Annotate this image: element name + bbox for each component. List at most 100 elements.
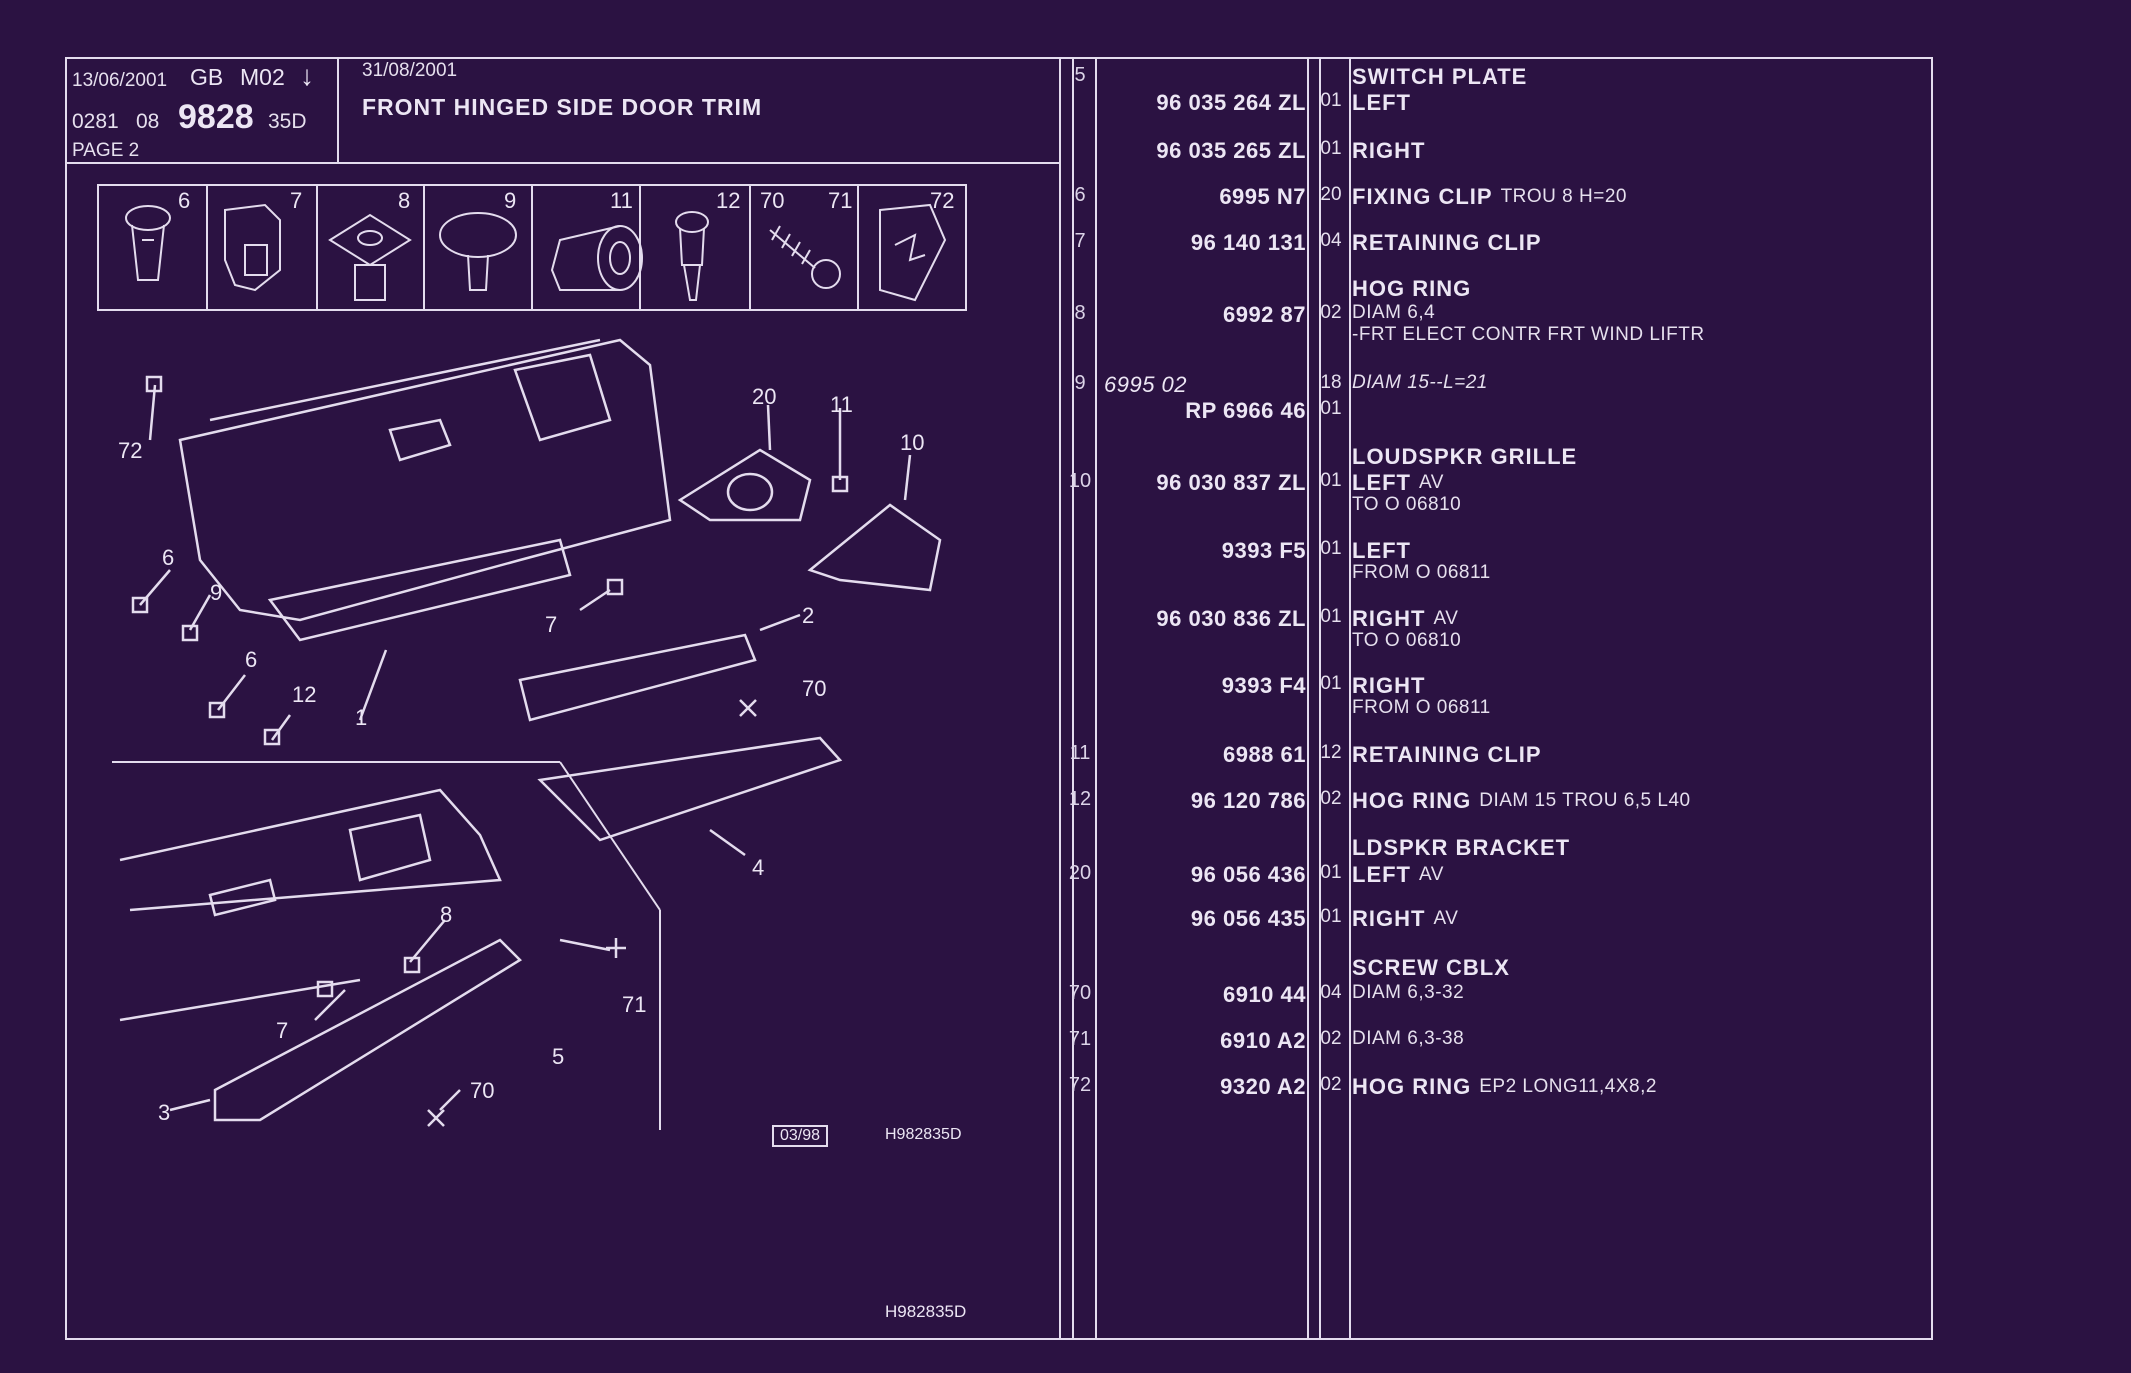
- part-ref: 7: [1074, 230, 1086, 252]
- part-description: LDSPKR BRACKET: [1352, 835, 1571, 860]
- header-code-b: 08: [136, 110, 160, 133]
- callout: 12: [292, 682, 317, 707]
- header-main-code: 9828: [178, 98, 254, 136]
- callout: 3: [158, 1100, 171, 1125]
- part-qty: 04: [1320, 982, 1342, 1003]
- header-arrow: ↓: [300, 60, 314, 91]
- header-model: M02: [240, 64, 285, 90]
- part-ref: 9: [1074, 372, 1086, 394]
- part-description: RIGHT: [1352, 906, 1426, 931]
- part-description: LOUDSPKR GRILLE: [1352, 444, 1578, 469]
- part-ref: 20: [1068, 862, 1092, 884]
- expansion-clip-icon: [675, 211, 709, 301]
- footer-ref: H982835D: [885, 1302, 967, 1321]
- part-description: DIAM 6,4: [1352, 302, 1436, 323]
- armrest-2: [518, 633, 757, 722]
- callout: 7: [276, 1018, 289, 1043]
- part-qty: 02: [1320, 1028, 1342, 1049]
- part-extra: AV: [1419, 472, 1444, 493]
- part-ref: 5: [1074, 64, 1086, 86]
- part-description: TO O 06810: [1352, 630, 1462, 651]
- push-clip-icon: [125, 205, 171, 281]
- header-date1: 13/06/2001: [72, 70, 168, 91]
- drawing-ref: H982835D: [885, 1126, 962, 1143]
- part-ref: 8: [1074, 302, 1086, 324]
- part-qty: 01: [1320, 906, 1342, 927]
- part-qty: 01: [1320, 90, 1342, 111]
- callout: 70: [470, 1078, 495, 1103]
- part-ref: 72: [1068, 1074, 1092, 1096]
- part-extra: TROU 8 H=20: [1500, 186, 1627, 207]
- part-number: 6992 87: [1222, 302, 1306, 327]
- part-number: 6988 61: [1222, 742, 1306, 767]
- icon-label: 8: [398, 188, 411, 213]
- header-market: GB: [190, 64, 224, 90]
- part-description: HOG RING: [1352, 276, 1472, 301]
- part-qty: 01: [1320, 398, 1342, 419]
- door-panel-upper: [178, 338, 672, 642]
- part-ref: 10: [1068, 470, 1092, 492]
- part-description: RIGHT: [1352, 673, 1426, 698]
- speaker-grille: [807, 503, 942, 592]
- callout: 71: [622, 992, 647, 1017]
- screw-icon: [769, 225, 841, 289]
- page-title: FRONT HINGED SIDE DOOR TRIM: [362, 94, 763, 120]
- icon-label: 6: [178, 188, 191, 213]
- part-description: -FRT ELECT CONTR FRT WIND LIFTR: [1352, 324, 1705, 345]
- part-qty: 01: [1320, 470, 1342, 491]
- icon-label: 9: [504, 188, 517, 213]
- part-number: 96 035 265 ZL: [1156, 138, 1306, 163]
- header-page: PAGE 2: [72, 140, 140, 161]
- part-number: 6995 02: [1104, 372, 1188, 397]
- part-description: LEFT: [1352, 470, 1411, 495]
- part-extra: DIAM 15 TROU 6,5 L40: [1479, 790, 1691, 811]
- door-panel-lower: [119, 788, 523, 1122]
- part-number: 96 030 836 ZL: [1156, 606, 1306, 631]
- part-number: RP 6966 46: [1185, 398, 1306, 423]
- armrest-4: [537, 736, 843, 842]
- callout: 6: [245, 647, 258, 672]
- part-description: LEFT: [1352, 538, 1411, 563]
- retaining-clip-icon: [224, 203, 281, 292]
- part-description: DIAM 15--L=21: [1352, 372, 1488, 393]
- part-description: HOG RING: [1352, 1074, 1472, 1099]
- part-description: DIAM 6,3-32: [1352, 982, 1465, 1003]
- part-description: FROM O 06811: [1352, 697, 1491, 718]
- part-description: RETAINING CLIP: [1352, 230, 1542, 255]
- icon-label: 72: [930, 188, 955, 213]
- callout: 9: [210, 580, 223, 605]
- part-number: 6910 44: [1222, 982, 1306, 1007]
- part-extra: AV: [1433, 908, 1459, 929]
- part-qty: 12: [1320, 742, 1342, 763]
- part-number: 96 120 786: [1190, 788, 1306, 813]
- header-code-a: 0281: [72, 110, 119, 133]
- part-qty: 04: [1320, 230, 1342, 251]
- part-ref: 11: [1069, 742, 1091, 764]
- part-number: 9393 F4: [1221, 673, 1306, 698]
- part-ref: 6: [1074, 184, 1086, 206]
- clip-icons: [125, 203, 947, 302]
- part-qty: 02: [1320, 302, 1342, 323]
- outer-frame: [65, 57, 1933, 1340]
- hog-ring-clip-icon: [879, 203, 947, 302]
- callout: 6: [162, 545, 175, 570]
- part-description: FROM O 06811: [1352, 562, 1491, 583]
- door-trim-drawing: [119, 338, 942, 1127]
- callout: 11: [830, 392, 853, 417]
- part-extra: AV: [1419, 864, 1444, 885]
- icon-label: 11: [610, 188, 633, 213]
- icon-label: 12: [716, 188, 741, 213]
- part-extra: EP2 LONG11,4X8,2: [1479, 1076, 1657, 1097]
- callout: 10: [900, 430, 925, 455]
- part-number: 9393 F5: [1221, 538, 1306, 563]
- part-description: FIXING CLIP: [1352, 184, 1493, 209]
- part-extra: AV: [1433, 608, 1459, 629]
- part-number: 6995 N7: [1219, 184, 1306, 209]
- part-ref: 71: [1068, 1028, 1092, 1050]
- callout: 5: [552, 1044, 565, 1069]
- part-number: 96 056 436: [1190, 862, 1306, 887]
- part-qty: 01: [1320, 862, 1342, 883]
- part-description: SCREW CBLX: [1352, 955, 1510, 980]
- header-date2: 31/08/2001: [362, 60, 458, 81]
